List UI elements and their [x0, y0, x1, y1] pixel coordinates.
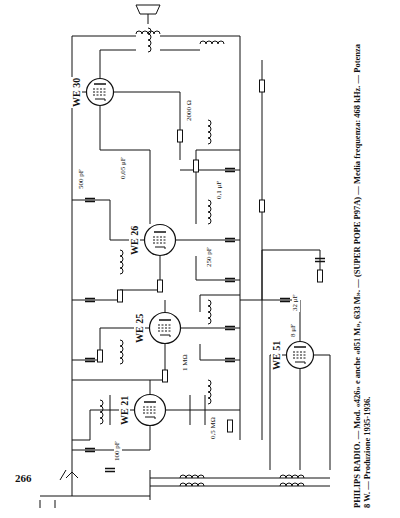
tube-envelope — [286, 341, 314, 369]
tube-label: WE 26 — [129, 224, 140, 255]
component-value: 8 μF — [290, 323, 298, 338]
wire — [72, 380, 240, 450]
filter-rail — [240, 60, 262, 440]
capacitor-symbol — [85, 299, 95, 302]
resistor-symbol — [118, 290, 123, 302]
transformer-core — [150, 478, 330, 486]
resistor-symbol — [228, 420, 233, 432]
mains-wire — [40, 470, 150, 508]
wire — [200, 295, 240, 360]
component-value: 250 pF — [206, 246, 214, 268]
coil-symbol — [180, 475, 204, 478]
coil-symbol — [100, 400, 103, 424]
vacuum-tube: WE 30 — [86, 78, 114, 106]
capacitor-symbol — [85, 359, 95, 362]
wire — [72, 92, 180, 224]
capacitor-symbol — [225, 169, 235, 172]
resistor-symbol — [98, 350, 103, 362]
capacitor-symbol — [225, 327, 235, 330]
wire — [72, 200, 240, 300]
resistor-symbol — [260, 80, 265, 92]
component-value: 2000 Ω — [186, 99, 194, 122]
tube-envelope — [144, 224, 176, 256]
component-value: 500 pF — [78, 168, 86, 190]
tube-label: WE 25 — [134, 312, 145, 343]
vacuum-tube: WE 21 — [134, 394, 166, 426]
caption: PHILIPS RADIO. — Mod. «426» e anche «851… — [352, 38, 372, 508]
coil-symbol — [120, 250, 123, 274]
page-number: 266 — [14, 472, 33, 484]
tube-envelope — [86, 78, 114, 106]
capacitor-symbol — [225, 279, 235, 282]
wire — [100, 50, 200, 78]
component-value: 0,1 μF — [216, 180, 224, 200]
capacitor-symbol — [85, 449, 95, 452]
switch-symbol — [60, 470, 66, 480]
tube-label: WE 21 — [119, 394, 130, 425]
resistor-symbol — [318, 270, 323, 282]
tube-envelope — [149, 312, 181, 344]
coil-symbol — [208, 380, 211, 404]
component-value: 1 MΩ — [182, 353, 190, 372]
wire — [196, 150, 240, 280]
resistor-symbol — [194, 160, 199, 172]
wire — [110, 395, 205, 425]
capacitor-symbol — [85, 199, 95, 202]
coil-symbol — [180, 483, 204, 486]
capacitor-symbol — [105, 469, 115, 472]
coil-symbol — [148, 28, 151, 52]
tube-envelope — [134, 394, 166, 426]
capacitor-symbol — [225, 239, 235, 242]
coil-symbol — [280, 475, 304, 478]
component-value: 0,05 μF — [120, 156, 128, 180]
wire — [262, 300, 330, 470]
coil-symbol — [208, 300, 211, 324]
wire — [262, 250, 320, 300]
component-value: 32 μF — [292, 294, 300, 312]
coil-symbol — [280, 483, 304, 486]
loudspeaker-symbol — [136, 5, 160, 14]
vacuum-tube: WE 51 — [286, 341, 314, 369]
tube-label: WE 30 — [71, 76, 82, 107]
coil-symbol — [200, 41, 224, 44]
resistor-symbol — [163, 370, 168, 382]
coil-symbol — [208, 200, 211, 224]
ground-symbol — [66, 472, 78, 478]
resistor-symbol — [260, 200, 265, 212]
coil-symbol — [208, 120, 211, 144]
supply-rail — [72, 36, 240, 440]
coil-symbol — [120, 340, 123, 364]
capacitor-symbol — [315, 259, 325, 262]
resistor-symbol — [178, 130, 183, 142]
vacuum-tube: WE 26 — [144, 224, 176, 256]
component-value: 100 pF — [114, 440, 122, 462]
wire — [148, 14, 149, 24]
resistor-symbol — [158, 280, 163, 292]
wire — [72, 300, 240, 380]
tube-label: WE 51 — [271, 339, 282, 370]
capacitor-symbol — [225, 359, 235, 362]
vacuum-tube: WE 25 — [149, 312, 181, 344]
capacitor-symbol — [280, 299, 290, 302]
component-value: 0,5 MΩ — [210, 416, 218, 440]
